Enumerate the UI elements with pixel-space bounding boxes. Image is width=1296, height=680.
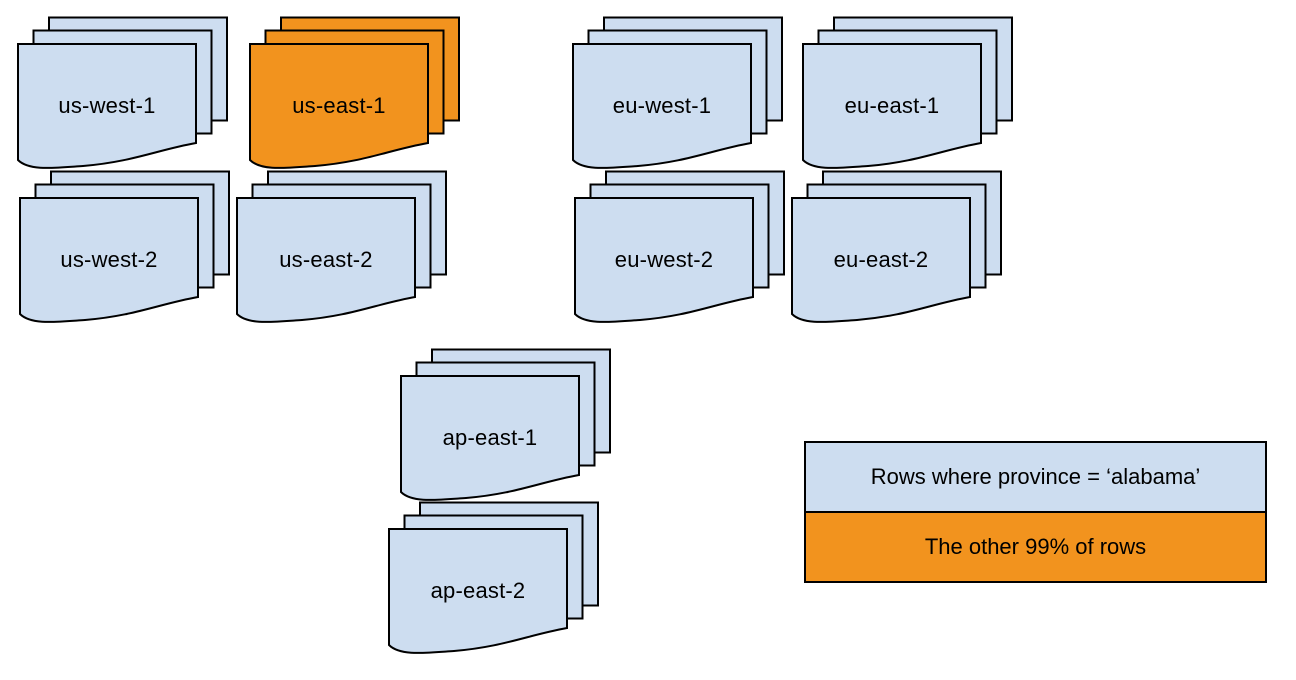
document-stack-icon (249, 16, 460, 169)
region-stack-eu-west-2: eu-west-2 (574, 170, 786, 332)
region-stack-us-west-2: us-west-2 (19, 170, 231, 332)
region-label: eu-east-1 (844, 93, 940, 118)
region-label: ap-east-1 (442, 425, 538, 450)
region-label: us-west-2 (60, 247, 158, 272)
document-stack-icon (574, 170, 785, 323)
region-label: ap-east-2 (430, 578, 526, 603)
region-label: eu-west-1 (612, 93, 712, 118)
document-stack-icon (572, 16, 783, 169)
document-stack-icon (17, 16, 228, 169)
legend-item-label: The other 99% of rows (924, 534, 1147, 559)
region-stack-ap-east-1: ap-east-1 (400, 348, 612, 510)
region-stack-eu-east-1: eu-east-1 (802, 16, 1014, 178)
legend: Rows where province = ‘alabama’ The othe… (804, 441, 1267, 583)
document-stack-icon (802, 16, 1013, 169)
region-label: us-east-2 (279, 247, 373, 272)
document-stack-icon (236, 170, 447, 323)
document-stack-icon (388, 501, 599, 654)
legend-item-alabama-rows: Rows where province = ‘alabama’ (806, 443, 1265, 511)
region-stack-eu-east-2: eu-east-2 (791, 170, 1003, 332)
region-label: us-west-1 (58, 93, 156, 118)
region-stack-eu-west-1: eu-west-1 (572, 16, 784, 178)
region-stack-us-east-2: us-east-2 (236, 170, 448, 332)
region-label: eu-west-2 (614, 247, 714, 272)
region-stack-us-west-1: us-west-1 (17, 16, 229, 178)
legend-item-label: Rows where province = ‘alabama’ (870, 464, 1201, 489)
document-stack-icon (791, 170, 1002, 323)
region-stack-ap-east-2: ap-east-2 (388, 501, 600, 663)
legend-item-other-rows: The other 99% of rows (806, 511, 1265, 581)
document-stack-icon (400, 348, 611, 501)
region-stack-us-east-1: us-east-1 (249, 16, 461, 178)
region-label: eu-east-2 (833, 247, 929, 272)
region-label: us-east-1 (292, 93, 386, 118)
document-stack-icon (19, 170, 230, 323)
